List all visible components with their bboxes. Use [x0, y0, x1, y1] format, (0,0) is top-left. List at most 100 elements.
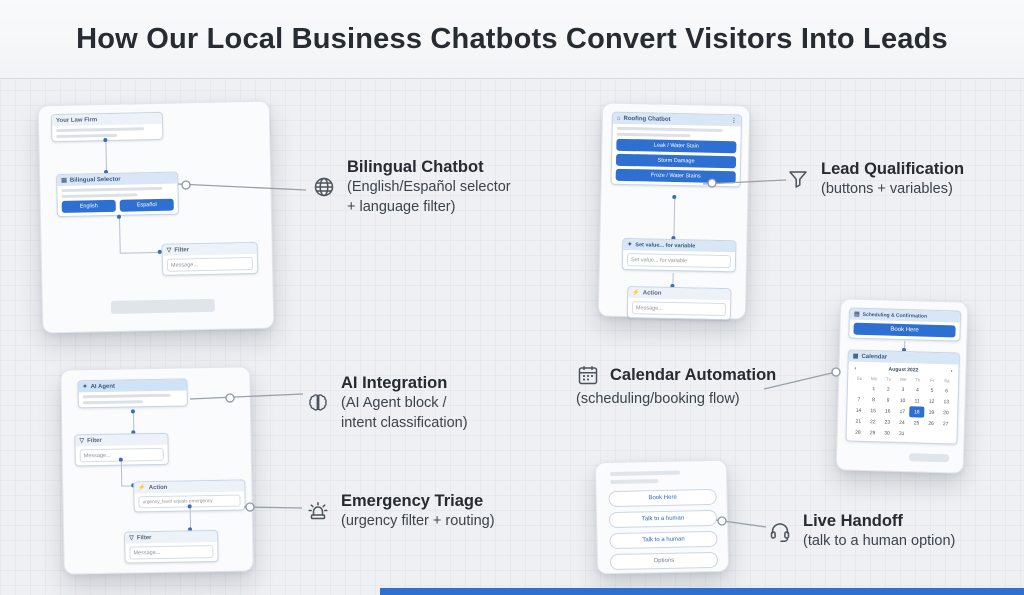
calendar-day-cell[interactable]: 10: [899, 397, 906, 404]
calendar-day-cell[interactable]: 12: [928, 398, 935, 405]
calendar-day-header: Tu: [886, 376, 892, 382]
ai-agent-node[interactable]: ✦ AI Agent: [77, 378, 188, 409]
filter-title: Filter: [174, 246, 190, 254]
calendar-day-cell[interactable]: 30: [884, 430, 890, 437]
callout-lead-qualification: Lead Qualification (buttons + variables): [786, 158, 964, 200]
callout-bilingual-chatbot: Bilingual Chatbot (English/Español selec…: [312, 156, 511, 217]
calendar-day-cell[interactable]: 8: [871, 396, 875, 403]
calendar-day-cell[interactable]: 3: [901, 386, 905, 393]
callout-title: Live Handoff: [803, 512, 903, 530]
set-value-node[interactable]: ✦ Set value... for variable Set value...…: [621, 237, 737, 273]
calendar-day-cell[interactable]: 9: [886, 397, 890, 404]
calendar-day-cell[interactable]: 7: [857, 396, 861, 403]
calendar-next-icon[interactable]: ›: [950, 368, 953, 375]
callout-subtitle: (scheduling/booking flow): [576, 391, 740, 407]
callout-subtitle: (buttons + variables): [821, 181, 953, 198]
calendar-day-cell[interactable]: 22: [869, 418, 876, 425]
handoff-button[interactable]: Book Here: [608, 488, 717, 508]
roofing-option-button[interactable]: Storm Damage: [615, 153, 737, 169]
callout-title: Bilingual Chatbot: [347, 158, 484, 176]
handoff-button[interactable]: Talk to a human: [609, 530, 718, 550]
calendar-day-cell[interactable]: 15: [870, 407, 877, 414]
calendar-day-cell[interactable]: 2: [886, 386, 890, 393]
calendar-day-cell[interactable]: 23: [884, 419, 891, 426]
callout-emergency-triage: Emergency Triage (urgency filter + routi…: [306, 490, 495, 532]
action-node[interactable]: ⚡ Action Message...: [626, 286, 732, 321]
calendar-day-cell[interactable]: 19: [928, 409, 935, 416]
page-title: How Our Local Business Chatbots Convert …: [76, 22, 948, 55]
calendar-day-cell[interactable]: 27: [942, 420, 949, 427]
handoff-button[interactable]: Options: [609, 551, 719, 571]
calendar-day-cell[interactable]: 28: [855, 429, 861, 436]
book-here-button[interactable]: Book Here: [853, 322, 956, 338]
calendar-day-cell[interactable]: 14: [855, 407, 862, 414]
calendar-day-cell[interactable]: 11: [914, 397, 920, 405]
roofing-option-button[interactable]: Leak / Water Stain: [616, 138, 737, 154]
scheduling-node[interactable]: ▤ Scheduling & Confirmation Book Here: [848, 307, 962, 342]
filter-node[interactable]: ▽ Filter Message...: [161, 241, 259, 276]
callout-title: AI Integration: [341, 374, 448, 392]
calendar-day-cell[interactable]: 1: [872, 385, 876, 392]
calendar-day-cell[interactable]: 5: [930, 387, 934, 394]
globe-icon: [314, 177, 334, 196]
set-value-row[interactable]: Set value... for variable: [626, 253, 732, 269]
menu-dots-icon[interactable]: ⋮: [730, 117, 737, 124]
placeholder-bar: [110, 298, 215, 314]
funnel-icon: [789, 171, 807, 188]
calendar-day-cell[interactable]: 26: [928, 420, 934, 427]
connector-dot: [103, 138, 108, 143]
calendar-day-cell[interactable]: 29: [869, 429, 876, 436]
calendar-day-cell[interactable]: 20: [943, 409, 949, 416]
calendar-prev-icon[interactable]: ‹: [854, 365, 857, 372]
agent-icon: ✦: [82, 383, 88, 390]
scheduling-title: Scheduling & Confirmation: [862, 311, 928, 320]
callout-live-handoff: Live Handoff (talk to a human option): [768, 510, 955, 552]
callout-subtitle: intent classification): [341, 414, 468, 431]
bilingual-selector-node[interactable]: ▤ Bilingual Selector English Español: [56, 171, 179, 218]
calendar-day-cell[interactable]: 21: [855, 418, 862, 425]
message-input[interactable]: Message...: [129, 545, 214, 560]
espanol-button[interactable]: Español: [119, 198, 174, 212]
message-input[interactable]: Message...: [166, 256, 254, 272]
calendar-day-cell[interactable]: 16: [884, 408, 891, 415]
roofing-option-button[interactable]: Froze / Water Stains: [615, 168, 736, 184]
placeholder-line: [610, 479, 659, 485]
roofing-title: Roofing Chatbot: [623, 115, 671, 123]
calendar-day-cell[interactable]: 18: [909, 406, 925, 418]
home-icon: ⌂: [616, 115, 621, 122]
calendar-day-cell[interactable]: 31: [898, 430, 905, 437]
english-button[interactable]: English: [61, 199, 116, 213]
placeholder-line: [82, 400, 143, 405]
message-input[interactable]: Message...: [631, 301, 727, 317]
filter-node[interactable]: ▽ Filter Message...: [124, 529, 219, 564]
calendar-day-cell[interactable]: 6: [945, 387, 949, 394]
bilingual-selector-title: Bilingual Selector: [69, 176, 121, 184]
scheduling-icon: ▤: [853, 311, 860, 318]
law-firm-header-node[interactable]: Your Law Firm: [50, 111, 164, 143]
connector-dot: [672, 194, 677, 200]
selector-icon: ▤: [61, 177, 67, 184]
calendar-day-cell[interactable]: 25: [913, 419, 920, 426]
connector-dot: [130, 409, 135, 414]
callout-calendar-automation: Calendar Automation (scheduling/booking …: [576, 363, 776, 410]
callout-subtitle: + language filter): [347, 198, 456, 215]
filter-icon: ▽: [129, 534, 134, 541]
calendar-day-cell[interactable]: 13: [943, 398, 950, 405]
placeholder-line: [616, 132, 691, 138]
placeholder-line: [61, 186, 163, 192]
handoff-button[interactable]: Talk to a human: [608, 509, 718, 529]
calendar-day-cell[interactable]: 4: [915, 386, 919, 393]
filter-title: Filter: [136, 534, 152, 541]
siren-icon: [308, 501, 328, 520]
calendar-day-cell[interactable]: 17: [899, 408, 906, 415]
calendar-day-header: Mo: [870, 375, 878, 381]
calendar-day-cell[interactable]: 24: [899, 419, 905, 426]
action-icon: ⚡: [632, 289, 640, 296]
callout-title: Lead Qualification: [821, 160, 965, 178]
page-header: How Our Local Business Chatbots Convert …: [0, 0, 1024, 79]
